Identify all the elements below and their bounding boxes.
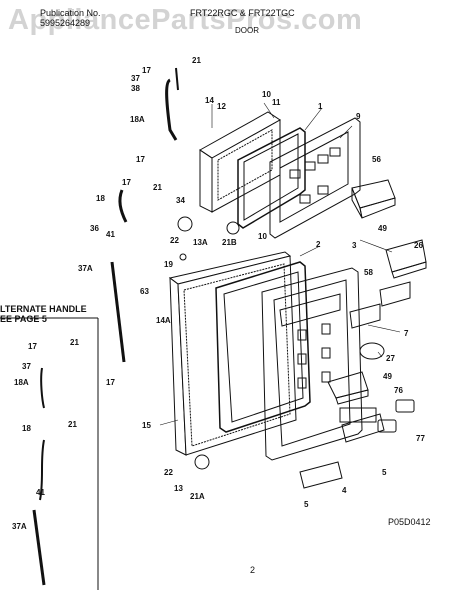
fresh-food-bin xyxy=(327,371,369,405)
part-label: 18 xyxy=(96,194,105,203)
door-shelves xyxy=(349,281,411,329)
part-label: 12 xyxy=(217,102,226,111)
part-label: 5 xyxy=(304,500,309,509)
part-label: 10 xyxy=(258,232,267,241)
part-label: 5 xyxy=(382,468,387,477)
hinge-cover-34 xyxy=(177,216,193,232)
part-label: 1 xyxy=(318,102,323,111)
part-label: 3 xyxy=(352,241,357,250)
leader-lines xyxy=(159,102,401,426)
fresh-food-gasket xyxy=(215,261,311,433)
part-label: 41 xyxy=(36,488,45,497)
part-label: 77 xyxy=(416,434,425,443)
fresh-food-handle xyxy=(110,189,128,363)
part-label: 14 xyxy=(205,96,214,105)
part-label: 18 xyxy=(22,424,31,433)
publication-block: Publication No. 5995264289 xyxy=(40,8,101,28)
hinge-21B xyxy=(226,221,240,235)
part-label: 9 xyxy=(356,112,361,121)
part-label: 21B xyxy=(222,238,237,247)
bin-26 xyxy=(385,239,427,279)
part-label: 36 xyxy=(90,224,99,233)
part-label: 21 xyxy=(192,56,201,65)
part-label: 26 xyxy=(414,241,423,250)
part-label: 7 xyxy=(404,329,409,338)
egg-trays xyxy=(339,399,415,433)
screw-22 xyxy=(179,253,187,261)
part-label: 2 xyxy=(316,240,321,249)
part-label: 22 xyxy=(170,236,179,245)
part-label: 15 xyxy=(142,421,151,430)
part-label: 17 xyxy=(28,342,37,351)
part-label: 76 xyxy=(394,386,403,395)
part-label: 37A xyxy=(12,522,27,531)
part-label: 19 xyxy=(164,260,173,269)
section-title: DOOR xyxy=(235,26,259,35)
part-label: 14A xyxy=(156,316,171,325)
freezer-door-liner xyxy=(269,117,361,239)
alternate-handle-title: LTERNATE HANDLE EE PAGE 5 xyxy=(0,304,87,324)
part-label: 37A xyxy=(78,264,93,273)
publication-label: Publication No. xyxy=(40,8,101,18)
alternate-handle-line-2: EE PAGE 5 xyxy=(0,314,47,324)
part-label: 22 xyxy=(164,468,173,477)
part-label: 11 xyxy=(272,98,281,107)
bottom-bins xyxy=(299,413,385,489)
part-label: 10 xyxy=(262,90,271,99)
alternate-handle-inset xyxy=(0,317,99,590)
dairy-door xyxy=(359,342,385,360)
freezer-gasket xyxy=(237,127,306,229)
fresh-food-door-outer xyxy=(168,251,297,456)
part-label: 17 xyxy=(136,155,145,164)
lower-hinge-13 xyxy=(194,454,210,470)
part-label: 18A xyxy=(14,378,29,387)
part-label: 21 xyxy=(153,183,162,192)
part-label: 21 xyxy=(70,338,79,347)
part-label: 17 xyxy=(106,378,115,387)
part-label: 63 xyxy=(140,287,149,296)
part-label: 17 xyxy=(142,66,151,75)
part-label: 17 xyxy=(122,178,131,187)
part-label: 13A xyxy=(193,238,208,247)
part-label: 56 xyxy=(372,155,381,164)
part-label: 27 xyxy=(386,354,395,363)
publication-number: 5995264289 xyxy=(40,18,91,28)
part-label: 41 xyxy=(106,230,115,239)
part-label: 21A xyxy=(190,492,205,501)
freezer-handle xyxy=(165,67,179,141)
part-label: 49 xyxy=(383,372,392,381)
part-label: 38 xyxy=(131,84,140,93)
part-label: 49 xyxy=(378,224,387,233)
model-numbers: FRT22RGC & FRT22TGC xyxy=(190,8,295,18)
part-label: 13 xyxy=(174,484,183,493)
part-label: 4 xyxy=(342,486,347,495)
part-label: 58 xyxy=(364,268,373,277)
alternate-handle-line-1: LTERNATE HANDLE xyxy=(0,304,87,314)
part-label: 18A xyxy=(130,115,145,124)
diagram-code: P05D0412 xyxy=(388,517,431,527)
part-label: 21 xyxy=(68,420,77,429)
fresh-food-door-liner xyxy=(261,267,363,461)
page-number: 2 xyxy=(250,565,256,575)
freezer-door-bin xyxy=(351,179,396,219)
part-label: 37 xyxy=(131,74,140,83)
part-label: 34 xyxy=(176,196,185,205)
part-label: 37 xyxy=(22,362,31,371)
